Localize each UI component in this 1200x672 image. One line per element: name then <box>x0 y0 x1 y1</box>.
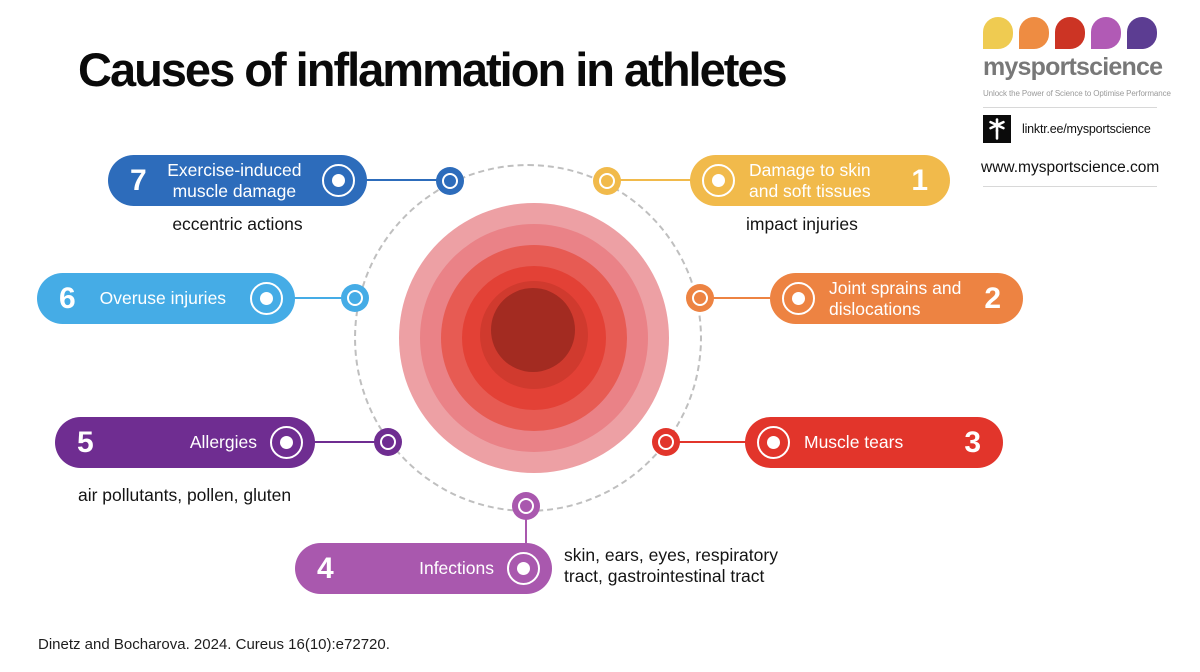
cause-label: Joint sprains and dislocations <box>829 277 962 319</box>
bullseye-icon <box>250 282 283 315</box>
logo-drop-yellow-icon <box>983 17 1013 49</box>
cause-pill-infections: 4 Infections <box>295 543 552 594</box>
cause-note-5: air pollutants, pollen, gluten <box>78 485 292 505</box>
mysportscience-logo-icon <box>983 17 1159 49</box>
cause-number: 7 <box>130 163 147 197</box>
cause-note-4: skin, ears, eyes, respiratory tract, gas… <box>564 545 778 586</box>
connector-3 <box>674 441 748 443</box>
cause-label: Allergies <box>189 432 257 453</box>
cause-number: 1 <box>911 163 928 197</box>
cause-note-7: eccentric actions <box>172 214 303 234</box>
orbit-node-1-icon <box>593 167 621 195</box>
orbit-node-5-icon <box>374 428 402 456</box>
linktree-url: linktr.ee/mysportscience <box>1022 122 1151 136</box>
cause-pill-exercise-induced-muscle-damage: 7 Exercise-induced muscle damage <box>108 155 367 206</box>
cause-number: 2 <box>984 281 1001 315</box>
page-title: Causes of inflammation in athletes <box>78 43 788 96</box>
cause-pill-muscle-tears: Muscle tears 3 <box>745 417 1003 468</box>
bullseye-icon <box>270 426 303 459</box>
cause-pill-damage-to-skin: Damage to skin and soft tissues 1 <box>690 155 950 206</box>
logo-drop-orchid-icon <box>1091 17 1121 49</box>
orbit-node-3-icon <box>652 428 680 456</box>
connector-4 <box>525 516 527 546</box>
orbit-node-4-icon <box>512 492 540 520</box>
logo-drop-red-icon <box>1055 17 1085 49</box>
bullseye-icon <box>757 426 790 459</box>
cause-pill-allergies: 5 Allergies <box>55 417 315 468</box>
cause-number: 5 <box>77 425 94 459</box>
bullseye-icon <box>507 552 540 585</box>
cause-number: 6 <box>59 281 76 315</box>
cause-pill-overuse-injuries: 6 Overuse injuries <box>37 273 295 324</box>
logo-drop-purple-icon <box>1127 17 1157 49</box>
orbit-node-6-icon <box>341 284 369 312</box>
cause-label: Overuse injuries <box>99 288 227 309</box>
bullseye-icon <box>702 164 735 197</box>
connector-6 <box>288 297 348 299</box>
connector-5 <box>308 441 380 443</box>
connector-7 <box>360 179 440 181</box>
orbit-node-2-icon <box>686 284 714 312</box>
logo-drop-orange-icon <box>1019 17 1049 49</box>
cause-label: Muscle tears <box>804 432 904 453</box>
orbit-node-7-icon <box>436 167 464 195</box>
linktree-row: linktr.ee/mysportscience <box>983 115 1151 143</box>
connector-1 <box>612 179 694 181</box>
citation: Dinetz and Bocharova. 2024. Cureus 16(10… <box>38 636 390 653</box>
bullseye-icon <box>322 164 355 197</box>
cause-number: 3 <box>964 425 981 459</box>
website-url: www.mysportscience.com <box>981 159 1160 176</box>
cause-number: 4 <box>317 551 334 585</box>
cause-note-1: impact injuries <box>746 214 858 234</box>
divider <box>983 186 1157 187</box>
brand-tagline: Unlock the Power of Science to Optimise … <box>983 89 1171 98</box>
cause-label: Exercise-induced muscle damage <box>167 159 302 201</box>
linktree-icon <box>983 115 1011 143</box>
cause-label: Damage to skin and soft tissues <box>749 159 871 201</box>
divider <box>983 107 1157 108</box>
cause-pill-joint-sprains: Joint sprains and dislocations 2 <box>770 273 1023 324</box>
inflammation-core <box>491 288 575 372</box>
bullseye-icon <box>782 282 815 315</box>
connector-2 <box>708 297 770 299</box>
brand-wordmark: mysportscience <box>983 53 1163 81</box>
cause-label: Infections <box>419 558 494 579</box>
